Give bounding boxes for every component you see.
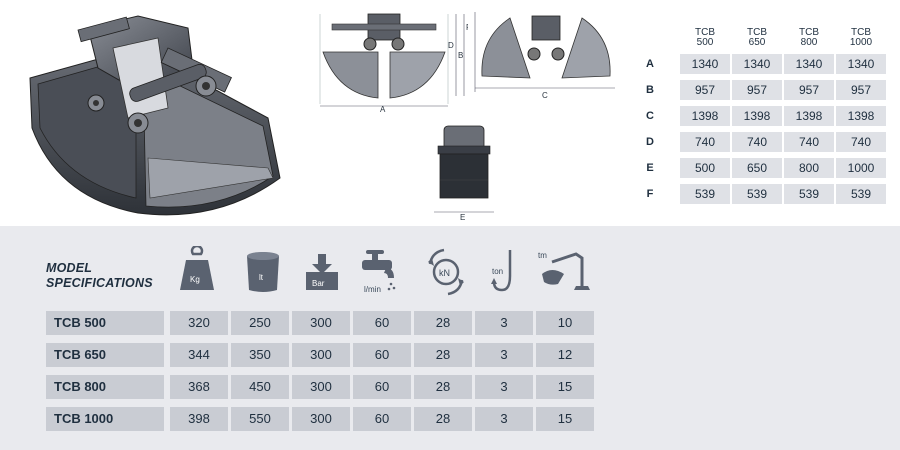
- dim-cell: 1398: [836, 106, 886, 126]
- spec-cell: 28: [414, 311, 472, 335]
- spec-cell: 344: [170, 343, 228, 367]
- dim-label-a: A: [380, 105, 386, 113]
- drawings-area: A B D F C E TCB 500 TCB 650 TCB 800 TCB 100…: [29, 12, 886, 222]
- spec-cell: 12: [536, 343, 594, 367]
- spec-cell: 450: [231, 375, 289, 399]
- spec-cell: 28: [414, 375, 472, 399]
- dim-row-label: F: [646, 188, 654, 200]
- spec-cell: 28: [414, 343, 472, 367]
- dim-cell: 1398: [680, 106, 730, 126]
- dim-cell: 539: [836, 184, 886, 204]
- dim-cell: 539: [732, 184, 782, 204]
- spec-cell: 550: [231, 407, 289, 431]
- spec-model-name: TCB 500: [46, 311, 164, 335]
- spec-cell: 300: [292, 407, 350, 431]
- dim-cell: 1398: [732, 106, 782, 126]
- svg-text:l/min: l/min: [364, 285, 381, 294]
- svg-text:Kg: Kg: [190, 275, 200, 284]
- spec-cell: 15: [536, 375, 594, 399]
- dim-cell: 957: [784, 80, 834, 100]
- spec-cell: 10: [536, 311, 594, 335]
- open-view-drawing: C: [474, 12, 615, 100]
- dim-cell: 740: [732, 132, 782, 152]
- svg-text:kN: kN: [439, 268, 450, 278]
- spec-cell: 15: [536, 407, 594, 431]
- dim-cell: 957: [836, 80, 886, 100]
- spec-cell: 250: [231, 311, 289, 335]
- dim-label-c: C: [542, 91, 548, 100]
- dim-model-header: TCB 1000: [849, 27, 873, 48]
- dim-cell: 650: [732, 158, 782, 178]
- dim-cell: 1340: [836, 54, 886, 74]
- dim-row-label: D: [646, 136, 654, 148]
- dim-cell: 1340: [784, 54, 834, 74]
- spec-model-name: TCB 800: [46, 375, 164, 399]
- svg-text:lt: lt: [259, 273, 264, 282]
- spec-cell: 60: [353, 343, 411, 367]
- dim-cell: 740: [784, 132, 834, 152]
- dim-row-label: C: [646, 110, 654, 122]
- dim-model-header: TCB 500: [695, 27, 715, 48]
- spec-cell: 3: [475, 375, 533, 399]
- spec-cell: 300: [292, 311, 350, 335]
- spec-cell: 60: [353, 375, 411, 399]
- capacity-icon: lt: [247, 252, 279, 292]
- spec-cell: 350: [231, 343, 289, 367]
- dim-cell: 539: [784, 184, 834, 204]
- spec-cell: 3: [475, 343, 533, 367]
- dim-cell: 1398: [784, 106, 834, 126]
- dim-cell: 1000: [836, 158, 886, 178]
- dim-cell: 740: [836, 132, 886, 152]
- spec-cell: 60: [353, 407, 411, 431]
- dim-cell: 500: [680, 158, 730, 178]
- dim-cell: 1340: [732, 54, 782, 74]
- spec-cell: 368: [170, 375, 228, 399]
- specifications-title: MODEL SPECIFICATIONS: [46, 261, 153, 290]
- weight-icon: Kg: [180, 246, 214, 290]
- flow-icon: l/min: [362, 250, 396, 294]
- spec-cell: 28: [414, 407, 472, 431]
- spec-cell: 300: [292, 375, 350, 399]
- crane-icon: tm: [538, 251, 590, 290]
- spec-model-name: TCB 650: [46, 343, 164, 367]
- dim-model-header: TCB 650: [747, 27, 767, 48]
- spec-cell: 398: [170, 407, 228, 431]
- dim-row-label: E: [646, 162, 654, 174]
- hook-icon: ton: [491, 250, 512, 292]
- side-view-drawing: E: [434, 125, 494, 222]
- dim-cell: 957: [732, 80, 782, 100]
- dim-cell: 539: [680, 184, 730, 204]
- force-icon: kN: [428, 248, 464, 296]
- dim-cell: 957: [680, 80, 730, 100]
- svg-text:Bar: Bar: [312, 279, 325, 288]
- spec-cell: 320: [170, 311, 228, 335]
- svg-text:tm: tm: [538, 251, 547, 260]
- spec-model-name: TCB 1000: [46, 407, 164, 431]
- svg-text:ton: ton: [492, 267, 503, 276]
- dim-cell: 740: [680, 132, 730, 152]
- dim-row-label: B: [646, 84, 654, 96]
- dim-row-label: A: [646, 58, 654, 70]
- spec-cell: 300: [292, 343, 350, 367]
- spec-cell: 3: [475, 311, 533, 335]
- bucket-3d-render: [29, 15, 281, 216]
- front-view-drawing: A B D F: [319, 13, 468, 113]
- model-specifications-panel: MODEL SPECIFICATIONS Kg lt Bar l/min kN …: [0, 226, 900, 450]
- spec-cell: 60: [353, 311, 411, 335]
- dim-label-b: B: [458, 51, 463, 60]
- dim-model-header: TCB 800: [799, 27, 819, 48]
- dim-label-d: D: [448, 41, 454, 50]
- pressure-icon: Bar: [306, 254, 338, 290]
- dim-cell: 800: [784, 158, 834, 178]
- dim-cell: 1340: [680, 54, 730, 74]
- dim-label-f: F: [466, 23, 468, 32]
- dim-label-e: E: [460, 213, 465, 222]
- spec-cell: 3: [475, 407, 533, 431]
